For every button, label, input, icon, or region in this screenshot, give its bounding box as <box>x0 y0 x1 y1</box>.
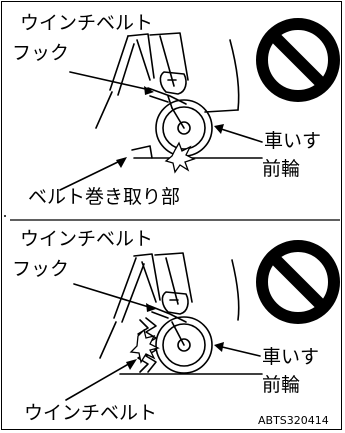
prohibited-icon <box>256 18 340 102</box>
bottom-hook-label-line1: ウインチベルト <box>20 228 154 250</box>
top-wheel-label-line1: 車いす <box>264 130 322 152</box>
top-wheel-label-line2: 前輪 <box>262 158 301 180</box>
top-retractor-label: ベルト巻き取り部 <box>28 186 181 208</box>
top-hook-label-line1: ウインチベルト <box>20 12 154 34</box>
bottom-belt-label: ウインチベルト <box>24 402 158 424</box>
prohibited-icon <box>256 240 340 324</box>
figure-id: ABTS320414 <box>258 414 329 427</box>
bottom-wheel-label-line2: 前輪 <box>262 374 301 396</box>
figure-frame <box>1 1 342 430</box>
top-hook-label-line2: フック <box>12 42 70 64</box>
bottom-wheel-label-line1: 車いす <box>262 346 320 368</box>
bottom-hook-label-line2: フック <box>12 258 70 280</box>
